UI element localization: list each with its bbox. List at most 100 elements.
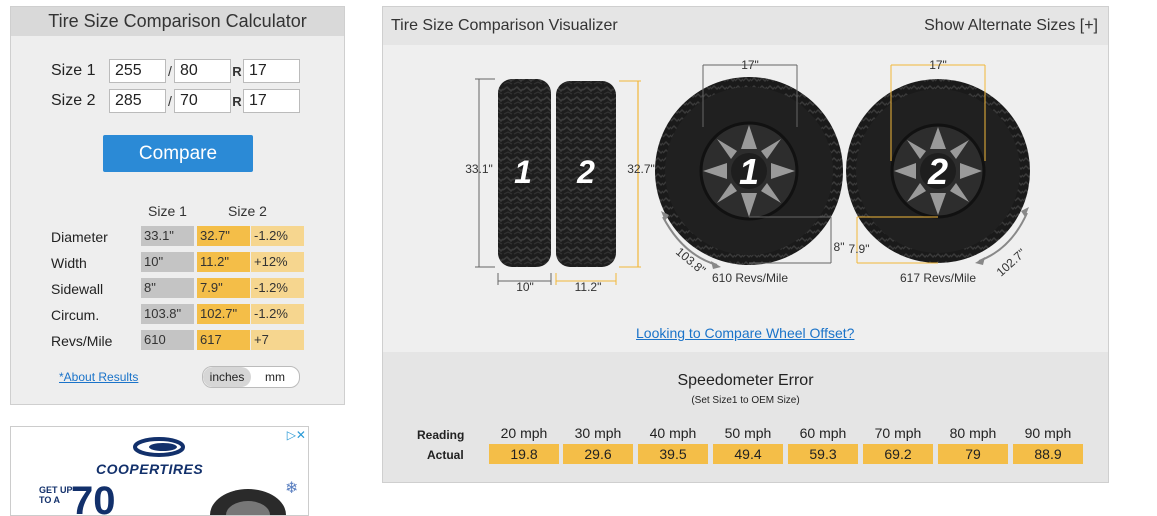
calculator-title: Tire Size Comparison Calculator <box>11 7 344 36</box>
results-row-label: Diameter <box>51 229 108 245</box>
about-results-link[interactable]: *About Results <box>59 370 139 384</box>
speedometer-reading: 80 mph <box>949 425 997 441</box>
tire2-rim-label: 17" <box>929 58 947 72</box>
tire1-side-number: 1 <box>514 154 532 190</box>
tire1-height-label: 33.1" <box>465 162 493 176</box>
results-row: Sidewall 8"7.9"-1.2% <box>11 278 346 300</box>
results-size2-value: 32.7" <box>197 226 250 246</box>
tire1-side-view: 1 33.1" 10" <box>465 78 552 294</box>
results-size2-value: 11.2" <box>197 252 250 272</box>
speedometer-actual-label: Actual <box>427 448 464 462</box>
speedometer-actual: 69.2 <box>863 444 933 464</box>
speedometer-reading: 40 mph <box>649 425 697 441</box>
size2-width-input[interactable] <box>109 89 166 113</box>
unit-inches-option[interactable]: inches <box>203 367 251 387</box>
visualizer-panel: Tire Size Comparison Visualizer Show Alt… <box>382 6 1109 483</box>
results-row-label: Circum. <box>51 307 100 323</box>
size2-row: Size 2 / R <box>51 88 300 114</box>
results-size1-value: 610 <box>141 330 194 350</box>
compare-button[interactable]: Compare <box>103 135 253 172</box>
tire1-rim-label: 17" <box>741 58 759 72</box>
results-size2-value: 617 <box>197 330 250 350</box>
size1-r-label: R <box>232 63 242 79</box>
results-size1-value: 8" <box>141 278 194 298</box>
results-diff-value: +12% <box>251 252 304 272</box>
speedometer-actual: 79 <box>938 444 1008 464</box>
calculator-panel: Tire Size Comparison Calculator Size 1 /… <box>10 6 345 405</box>
speedometer-actual: 59.3 <box>788 444 858 464</box>
size2-aspect-input[interactable] <box>174 89 231 113</box>
tire2-front-view: 2 17" 7.9" 102.7" 617 Revs/Mile <box>846 58 1030 285</box>
speedometer-reading: 30 mph <box>574 425 622 441</box>
svg-text:❄: ❄ <box>285 480 298 497</box>
results-row: Diameter 33.1"32.7"-1.2% <box>11 226 346 248</box>
results-head-size2: Size 2 <box>228 203 267 219</box>
unit-mm-option[interactable]: mm <box>265 370 285 384</box>
speedometer-reading: 90 mph <box>1024 425 1072 441</box>
results-row-label: Width <box>51 255 87 271</box>
tire2-sidewall-label: 7.9" <box>849 242 870 256</box>
tire-diagram: 1 33.1" 10" 2 32.7" 11.2" <box>465 58 1030 294</box>
tire1-front-view: 1 17" 8" 103.8" 610 Revs/Mile <box>655 58 844 285</box>
ad-tire-image-icon: ❄ <box>210 480 298 515</box>
show-alternate-sizes-link[interactable]: Show Alternate Sizes [+] <box>924 17 1098 34</box>
adchoices-icon[interactable]: ▷✕ <box>286 428 306 442</box>
tire1-revs-label: 610 Revs/Mile <box>712 271 788 285</box>
compare-wheel-offset-link[interactable]: Looking to Compare Wheel Offset? <box>636 325 855 341</box>
tire1-sidewall-label: 8" <box>834 240 845 254</box>
speedometer-actual: 39.5 <box>638 444 708 464</box>
results-size2-value: 102.7" <box>197 304 250 324</box>
results-size1-value: 10" <box>141 252 194 272</box>
tire2-revs-label: 617 Revs/Mile <box>900 271 976 285</box>
size1-width-input[interactable] <box>109 59 166 83</box>
tire2-width-label: 11.2" <box>575 280 602 294</box>
speedometer-reading: 50 mph <box>724 425 772 441</box>
size1-row: Size 1 / R <box>51 58 300 84</box>
results-row: Circum. 103.8"102.7"-1.2% <box>11 304 346 326</box>
size2-rim-input[interactable] <box>243 89 300 113</box>
speedometer-error-section: Speedometer Error (Set Size1 to OEM Size… <box>383 352 1108 482</box>
speedometer-actual: 49.4 <box>713 444 783 464</box>
tire2-height-label: 32.7" <box>627 162 655 176</box>
unit-toggle[interactable]: inches mm <box>202 366 300 388</box>
size2-slash: / <box>168 93 172 109</box>
speedometer-actual: 19.8 <box>489 444 559 464</box>
results-size1-value: 33.1" <box>141 226 194 246</box>
speedometer-reading-label: Reading <box>417 428 465 442</box>
speedometer-actual: 29.6 <box>563 444 633 464</box>
speedometer-reading: 20 mph <box>500 425 548 441</box>
results-head-size1: Size 1 <box>148 203 187 219</box>
results-row-label: Revs/Mile <box>51 333 113 349</box>
speedometer-reading: 70 mph <box>874 425 922 441</box>
tire2-side-number: 2 <box>576 154 595 190</box>
size1-aspect-input[interactable] <box>174 59 231 83</box>
ad-big-number: 70 <box>71 479 116 516</box>
results-size2-value: 7.9" <box>197 278 250 298</box>
results-diff-value: -1.2% <box>251 304 304 324</box>
speedometer-reading: 60 mph <box>799 425 847 441</box>
cooper-logo-icon <box>133 437 185 457</box>
results-diff-value: +7 <box>251 330 304 350</box>
size1-slash: / <box>168 63 172 79</box>
tire1-front-number: 1 <box>739 151 759 192</box>
tire2-front-number: 2 <box>927 151 948 192</box>
tire1-width-label: 10" <box>516 280 534 294</box>
visualizer-header: Tire Size Comparison Visualizer Show Alt… <box>383 7 1108 45</box>
speedometer-subtitle: (Set Size1 to OEM Size) <box>691 395 800 406</box>
visualizer-title: Tire Size Comparison Visualizer <box>391 17 618 34</box>
size2-r-label: R <box>232 93 242 109</box>
size1-label: Size 1 <box>51 62 96 79</box>
results-diff-value: -1.2% <box>251 278 304 298</box>
speedometer-actual: 88.9 <box>1013 444 1083 464</box>
results-diff-value: -1.2% <box>251 226 304 246</box>
results-size1-value: 103.8" <box>141 304 194 324</box>
ad-brand-text: COOPERTIRES <box>96 461 204 477</box>
tire2-side-view: 2 32.7" 11.2" <box>555 80 655 294</box>
speedometer-title: Speedometer Error <box>677 372 814 389</box>
size1-rim-input[interactable] <box>243 59 300 83</box>
results-row: Width 10"11.2"+12% <box>11 252 346 274</box>
results-row-label: Sidewall <box>51 281 104 297</box>
